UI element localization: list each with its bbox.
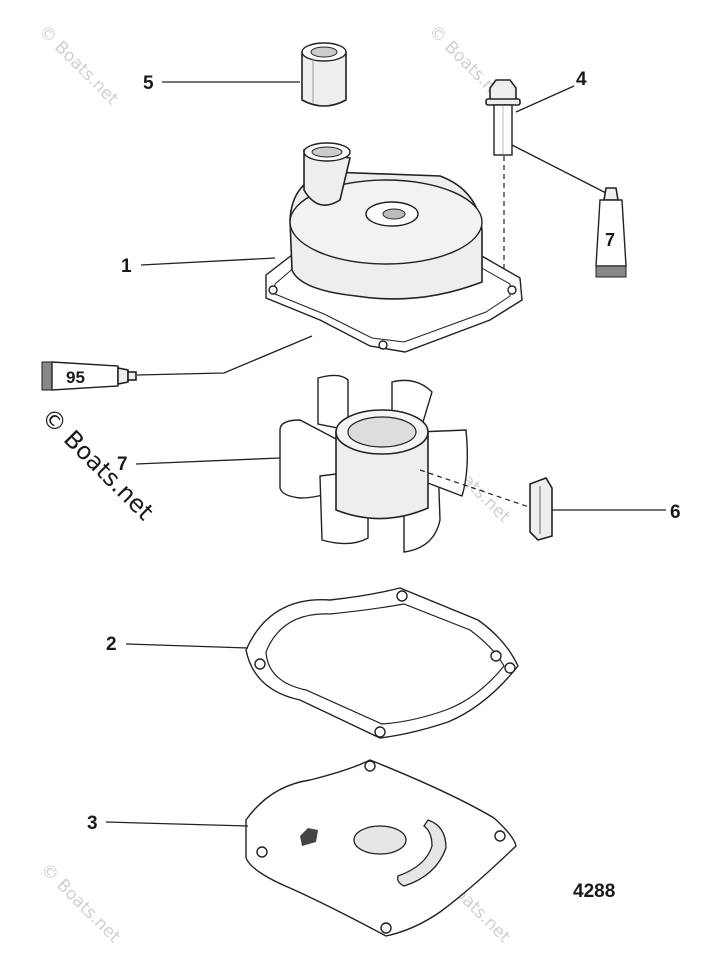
callout-6: 6 (670, 502, 681, 523)
callout-7-impeller: 7 (117, 454, 128, 475)
leader-7-impeller (135, 457, 281, 465)
tube-label-95: 95 (66, 368, 85, 387)
leader-7-tube (511, 144, 607, 194)
sealant-tube-95: 95 (41, 361, 137, 391)
part-5-sleeve (301, 42, 347, 107)
drawing-number: 4288 (573, 881, 615, 902)
sealant-tube-7: 7 (595, 187, 627, 278)
key-alignment-dashed-line (419, 469, 533, 509)
callout-2: 2 (106, 634, 117, 655)
watermark-bottom-left: © Boats.net (36, 859, 124, 947)
leader-3 (105, 821, 249, 827)
leader-4 (515, 85, 575, 113)
leader-95 (136, 335, 313, 376)
leader-2 (125, 643, 249, 649)
watermark-top-left: © Boats.net (34, 21, 122, 109)
callout-3: 3 (87, 813, 98, 834)
callout-5: 5 (143, 73, 154, 94)
leader-1 (140, 257, 276, 266)
part-3-face-plate (245, 759, 517, 937)
part-1-pump-housing (265, 142, 523, 353)
part-4-bolt (485, 79, 521, 156)
part-7-impeller (279, 374, 469, 553)
callout-1: 1 (121, 256, 132, 277)
part-2-gasket (245, 587, 519, 739)
part-6-key (529, 477, 553, 541)
tube-label-7: 7 (605, 230, 615, 250)
callout-4: 4 (576, 69, 587, 90)
